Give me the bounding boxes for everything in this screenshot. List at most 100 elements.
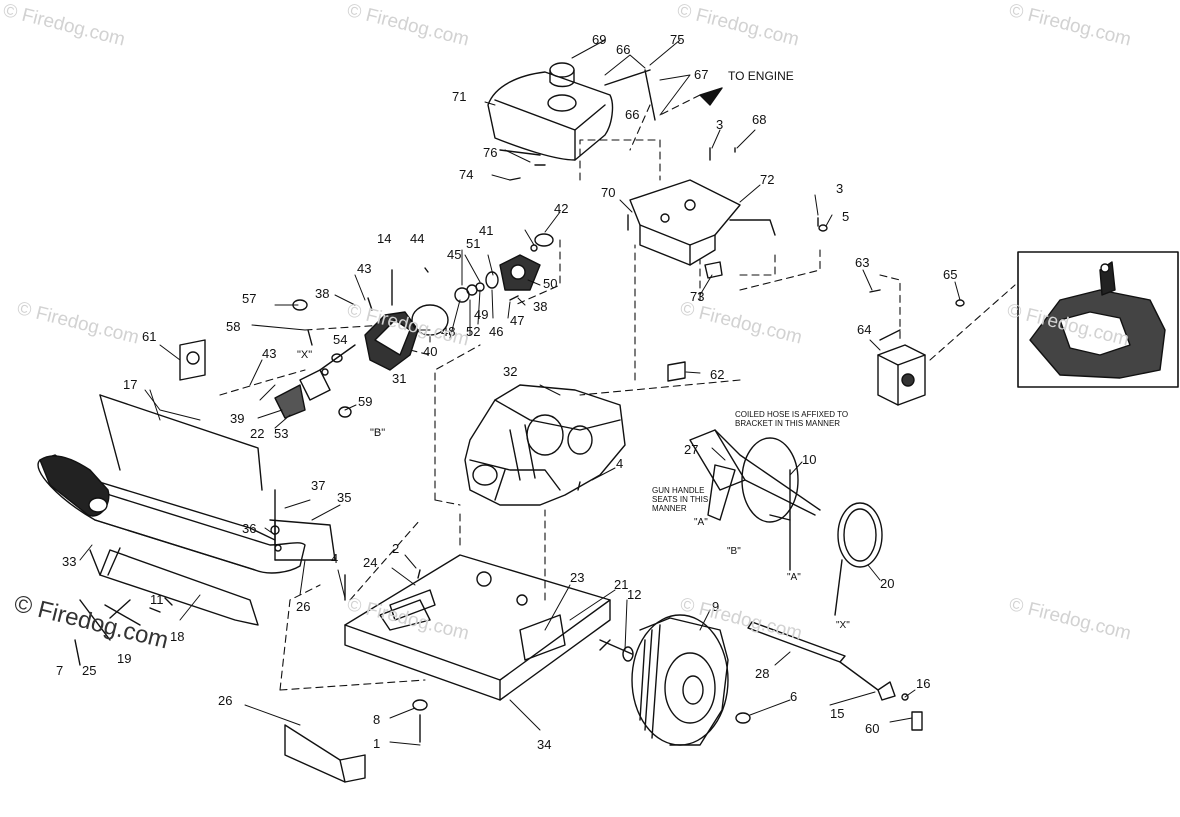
- callout-51: 52: [466, 324, 481, 339]
- handle-grip: [39, 455, 110, 517]
- callout-1: 1: [373, 736, 381, 751]
- callout-69: 69: [592, 32, 607, 47]
- callout-74: 76: [483, 145, 498, 160]
- callout-31: 31: [392, 371, 407, 386]
- callout-3b: 3: [836, 181, 844, 196]
- callout-15: 15: [830, 706, 845, 721]
- callout-43b: 43: [262, 346, 277, 361]
- callout-25: 26: [296, 599, 311, 614]
- callout-43a: 43: [357, 261, 372, 276]
- callout-35: 35: [337, 490, 352, 505]
- fuel-tank: [487, 62, 614, 161]
- coiled-hose: [834, 502, 883, 616]
- note-coiled-hose: COILED HOSE IS AFFIXED TO BRACKET IN THI…: [735, 410, 849, 429]
- callout-66b: 67: [694, 67, 709, 82]
- callout-40: 40: [423, 344, 438, 359]
- pump-assembly: [274, 304, 449, 419]
- ref-mark-b-gun: "B": [727, 546, 741, 557]
- construction-lines: [219, 94, 1016, 691]
- callout-65: 66: [625, 107, 640, 122]
- callout-18: 19: [117, 651, 132, 666]
- ref-mark-a-hose: "A": [787, 572, 801, 583]
- callout-33: 33: [62, 554, 77, 569]
- callout-2: 2: [392, 541, 400, 556]
- callout-22: 23: [570, 570, 585, 585]
- callout-48: 48: [441, 324, 456, 339]
- callout-46: 46: [489, 324, 504, 339]
- callout-45: 45: [447, 247, 462, 262]
- callout-5: 5: [842, 209, 850, 224]
- callout-44: 44: [410, 231, 425, 246]
- wheel: [622, 614, 751, 746]
- callout-36: 36: [242, 521, 257, 536]
- callout-23: 24: [363, 555, 378, 570]
- callout-58: 59: [358, 394, 373, 409]
- callout-27: 27: [684, 442, 699, 457]
- ref-mark-a-gun: "A": [694, 517, 708, 528]
- callout-38b: 39: [230, 411, 245, 426]
- callout-8: 8: [373, 712, 381, 727]
- callout-70: 72: [760, 172, 775, 187]
- small-parts: [270, 147, 965, 743]
- callout-24: 25: [82, 663, 97, 678]
- detail-inset: [1017, 251, 1179, 388]
- callout-59: 60: [865, 721, 880, 736]
- callout-60: 61: [142, 329, 157, 344]
- ref-mark-x-pump: "X": [297, 349, 313, 361]
- ref-mark-b-pump: "B": [370, 427, 386, 439]
- callout-10: 10: [802, 452, 817, 467]
- fuel-line: [604, 69, 723, 121]
- callout-49: 49: [474, 307, 489, 322]
- callout-17b: 18: [170, 629, 185, 644]
- callout-7: 7: [56, 663, 64, 678]
- callout-72: 73: [690, 289, 705, 304]
- callout-56: 57: [242, 291, 257, 306]
- wand: [747, 621, 923, 731]
- callout-21: 22: [250, 426, 265, 441]
- callout-4b: 4: [331, 551, 339, 566]
- hardware-pile: [74, 597, 173, 666]
- callout-57: 58: [226, 319, 241, 334]
- ref-mark-x-hose: "X": [836, 620, 850, 631]
- callout-47: 47: [510, 313, 525, 328]
- callout-73: 74: [459, 167, 474, 182]
- callout-6: 6: [790, 689, 798, 704]
- callout-38a: 38: [315, 286, 330, 301]
- leader-lines: [79, 39, 961, 746]
- muffler: [877, 329, 926, 406]
- note-gun-handle: GUN HANDLE SEATS IN THIS MANNER: [652, 486, 709, 514]
- callout-32: 32: [503, 364, 518, 379]
- callout-19: 20: [880, 576, 895, 591]
- callout-17a: 17: [123, 377, 138, 392]
- callout-41: 41: [479, 223, 494, 238]
- spray-gun: [689, 429, 821, 571]
- callout-68: 70: [601, 185, 616, 200]
- callout-75: 75: [670, 32, 685, 47]
- decals: [179, 339, 686, 661]
- base-plate: [344, 554, 633, 701]
- note-to-engine: TO ENGINE: [728, 69, 794, 83]
- callout-61: 62: [710, 367, 725, 382]
- engine-block: [464, 384, 626, 506]
- callout-66a: 66: [616, 42, 631, 57]
- callout-52: 51: [466, 236, 481, 251]
- callout-11: 11: [150, 592, 164, 607]
- callout-62: 63: [855, 255, 870, 270]
- callout-28: 28: [755, 666, 770, 681]
- callout-42: 42: [554, 201, 569, 216]
- callout-54: 54: [333, 332, 348, 347]
- callout-50: 50: [543, 276, 558, 291]
- rubber-foot: [284, 724, 366, 783]
- callout-53: 53: [274, 426, 289, 441]
- callout-34: 34: [537, 737, 552, 752]
- callout-20: 21: [614, 577, 629, 592]
- callout-37: 37: [311, 478, 326, 493]
- engine-bracket: [629, 179, 776, 279]
- callout-71: 71: [452, 89, 467, 104]
- callout-9: 9: [712, 599, 720, 614]
- callout-39: 38: [533, 299, 548, 314]
- callout-16: 16: [916, 676, 931, 691]
- callout-63: 64: [857, 322, 872, 337]
- callout-3a: 3: [716, 117, 724, 132]
